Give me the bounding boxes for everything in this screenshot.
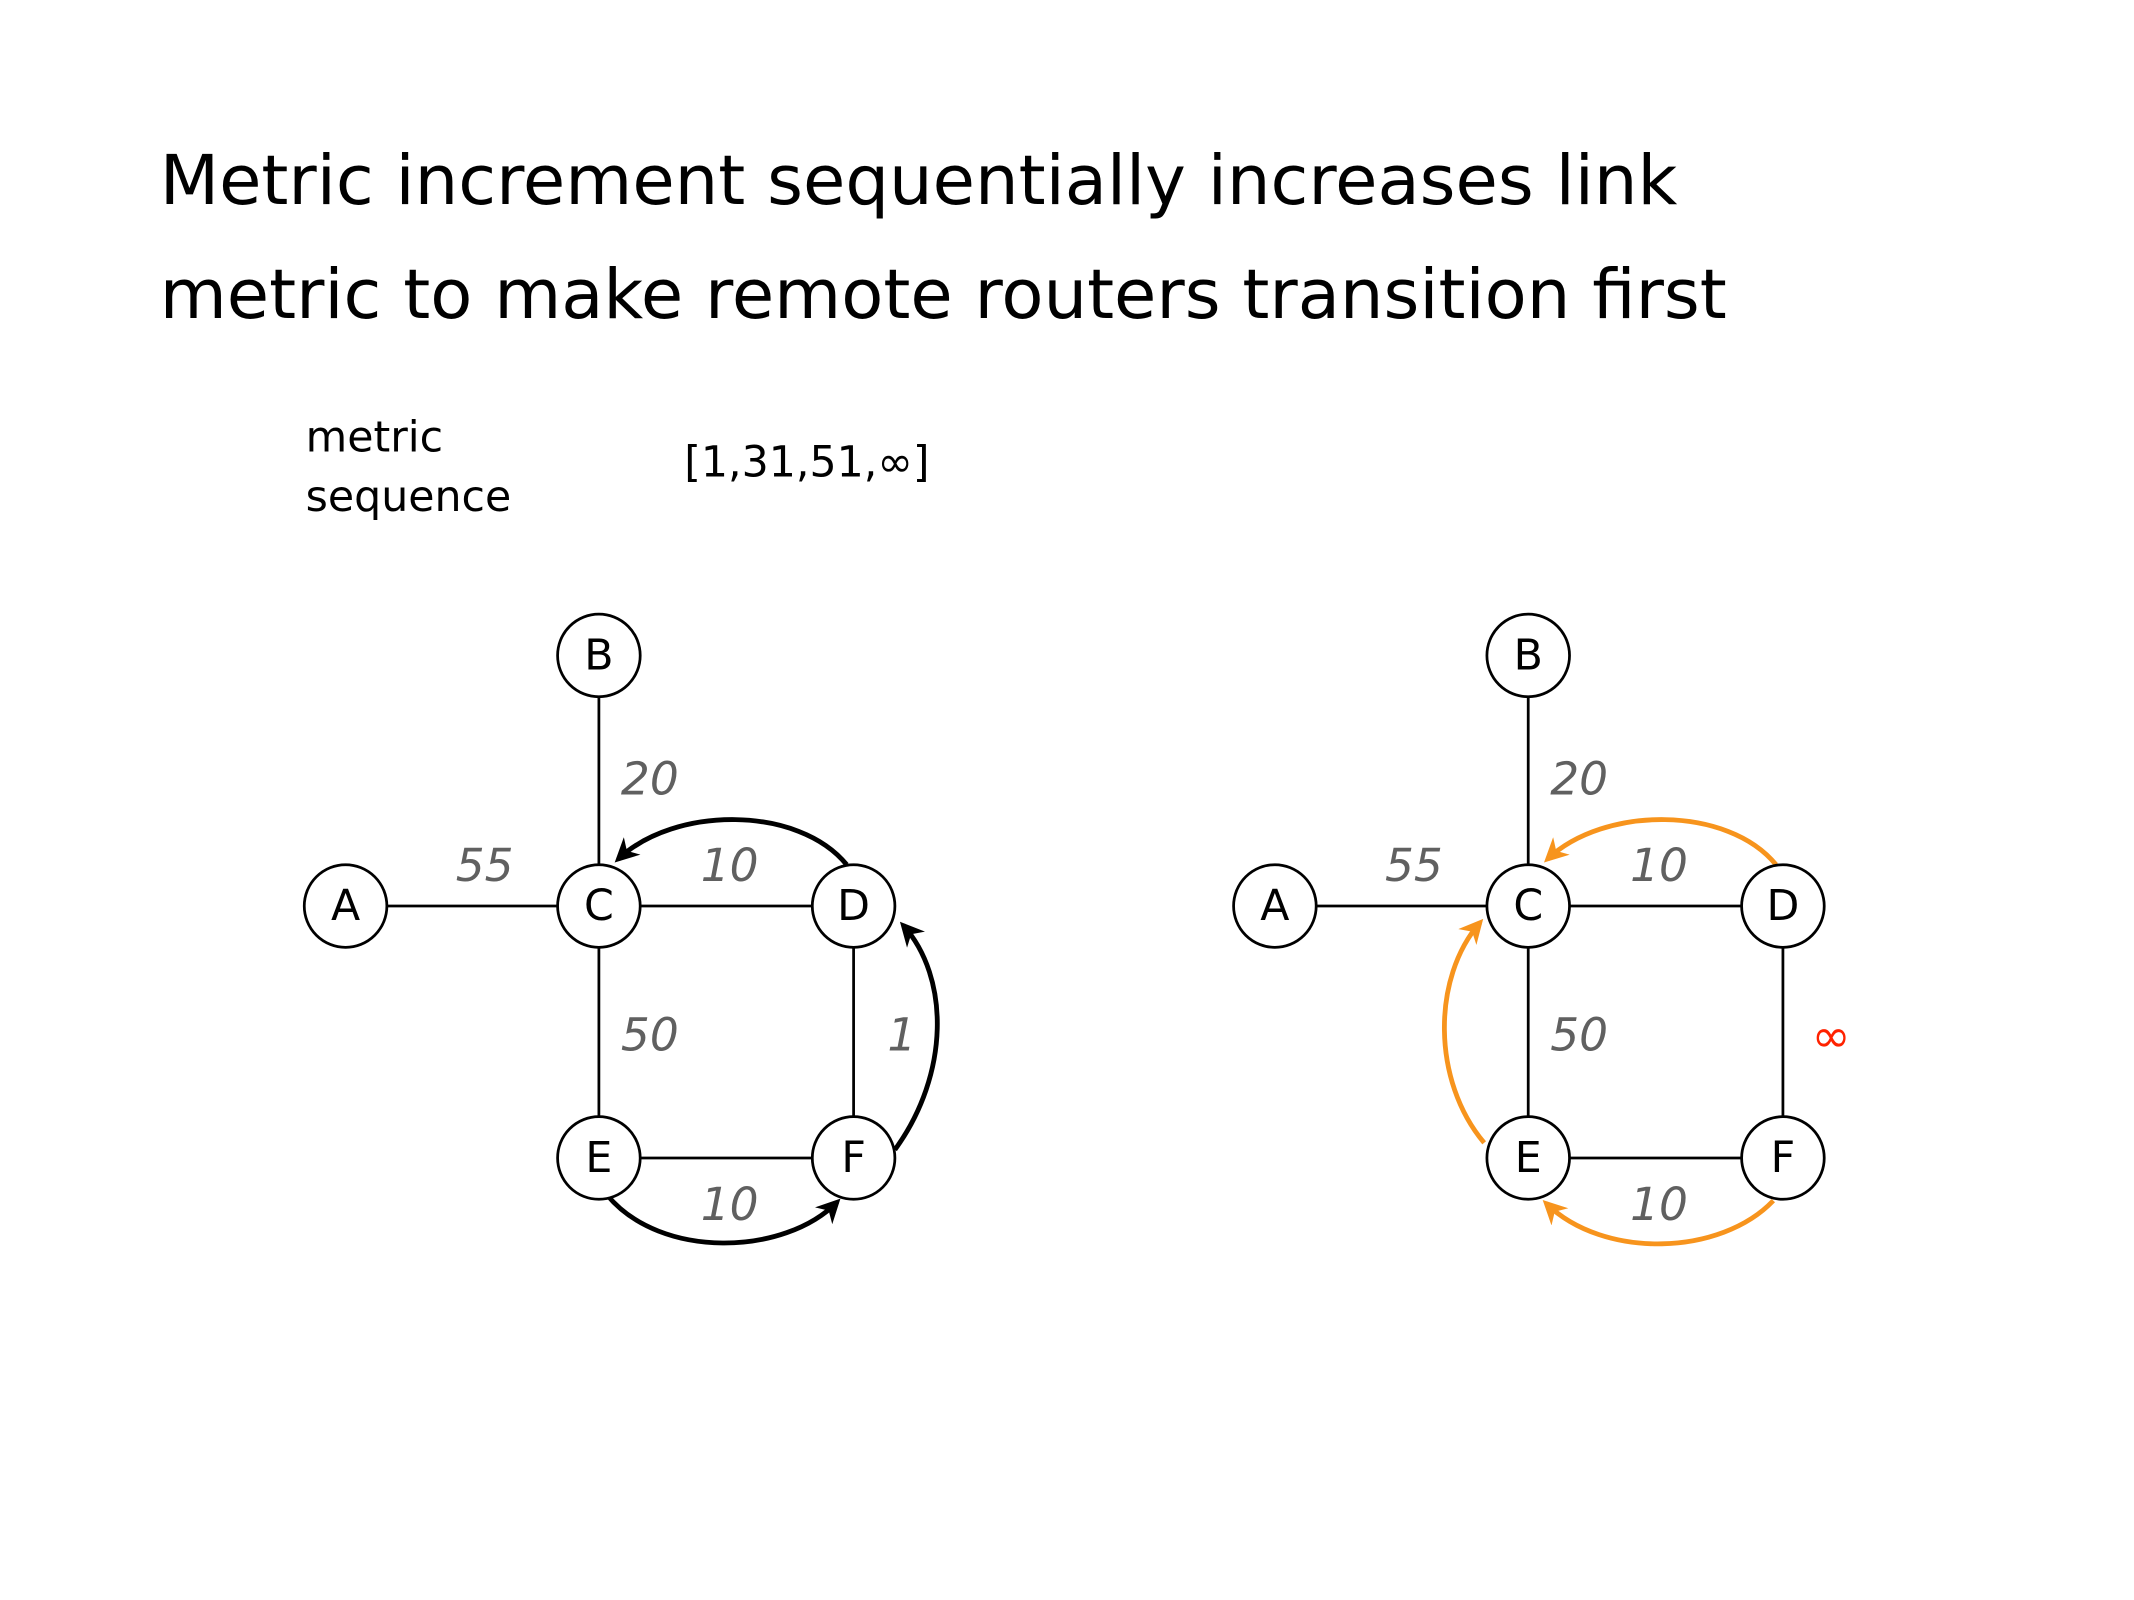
slide-title-line-2: metric to make remote routers transition… — [160, 255, 1727, 335]
node-d: D — [810, 863, 897, 949]
metric-sequence-value: [1,31,51,∞] — [684, 437, 929, 487]
arrow-f-to-d — [892, 921, 940, 1152]
metric-sequence-label-2: sequence — [306, 472, 512, 522]
svg-text:D: D — [1766, 881, 1799, 931]
node-b: B — [556, 612, 642, 699]
svg-text:E: E — [585, 1133, 612, 1183]
node-e: E — [1485, 1115, 1571, 1201]
svg-text:B: B — [1514, 630, 1543, 680]
svg-text:B: B — [584, 630, 613, 680]
node-f: F — [1740, 1115, 1826, 1201]
node-d: D — [1740, 863, 1826, 949]
arrow-f-to-e — [1542, 1198, 1776, 1247]
weight-d-f: 1 — [887, 1009, 916, 1062]
node-b: B — [1485, 612, 1571, 699]
diagram-before: 20 55 10 50 1 10 A B C D E F — [302, 612, 940, 1246]
weight-c-d: 10 — [1630, 839, 1688, 892]
node-e: E — [556, 1115, 642, 1201]
node-a: A — [302, 863, 389, 949]
svg-text:F: F — [1771, 1133, 1796, 1183]
weight-a-c: 55 — [456, 839, 514, 892]
weight-c-e: 50 — [621, 1009, 679, 1062]
svg-text:A: A — [331, 881, 360, 931]
svg-text:E: E — [1515, 1133, 1542, 1183]
weight-b-c: 20 — [1550, 752, 1608, 805]
weight-c-d: 10 — [701, 839, 759, 892]
weight-a-c: 55 — [1385, 839, 1443, 892]
arrow-d-to-c — [614, 817, 849, 867]
weight-e-f: 10 — [701, 1178, 759, 1231]
svg-text:F: F — [841, 1133, 866, 1183]
arrow-e-to-c — [1442, 918, 1487, 1145]
metric-sequence-label-1: metric — [306, 413, 443, 463]
svg-text:A: A — [1260, 881, 1289, 931]
weight-b-c: 20 — [621, 752, 679, 805]
svg-text:C: C — [1513, 881, 1543, 931]
weight-d-f-infinity: ∞ — [1812, 1010, 1851, 1064]
node-c: C — [1485, 863, 1571, 949]
node-a: A — [1232, 863, 1318, 949]
node-c: C — [556, 863, 642, 949]
node-f: F — [810, 1115, 897, 1201]
svg-text:C: C — [584, 881, 614, 931]
weight-c-e: 50 — [1550, 1009, 1608, 1062]
arrow-d-to-c — [1543, 817, 1778, 867]
weight-e-f: 10 — [1630, 1178, 1688, 1231]
svg-text:D: D — [837, 881, 870, 931]
arrow-e-to-f — [605, 1193, 841, 1246]
slide-title-line-1: Metric increment sequentially increases … — [160, 141, 1678, 221]
diagram-after: 20 55 10 50 ∞ 10 A B C D E F — [1232, 612, 1851, 1247]
